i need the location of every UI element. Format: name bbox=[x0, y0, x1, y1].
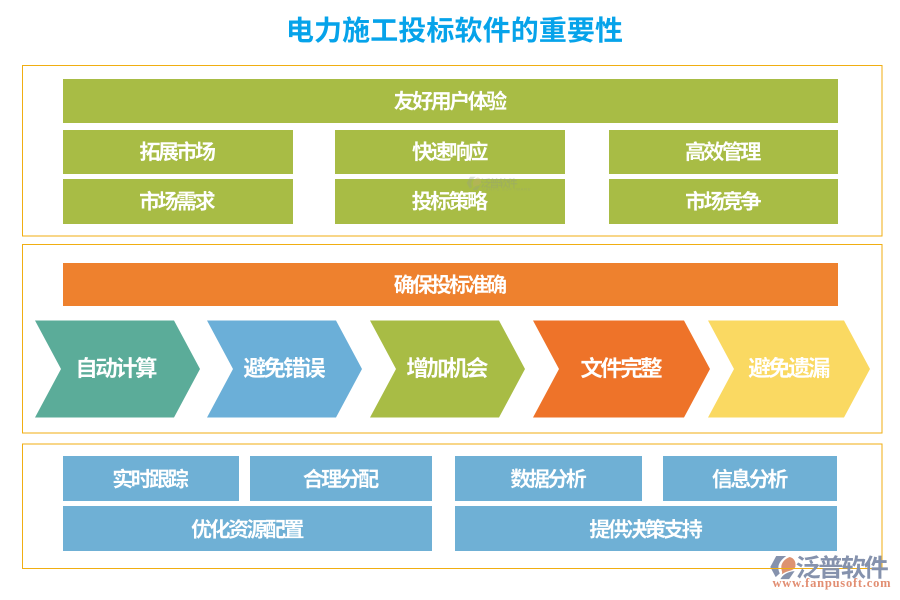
svg-text:FANPU SOFTWARE: FANPU SOFTWARE bbox=[483, 187, 532, 192]
svg-text:www.fanpusoft.com: www.fanpusoft.com bbox=[773, 576, 892, 590]
